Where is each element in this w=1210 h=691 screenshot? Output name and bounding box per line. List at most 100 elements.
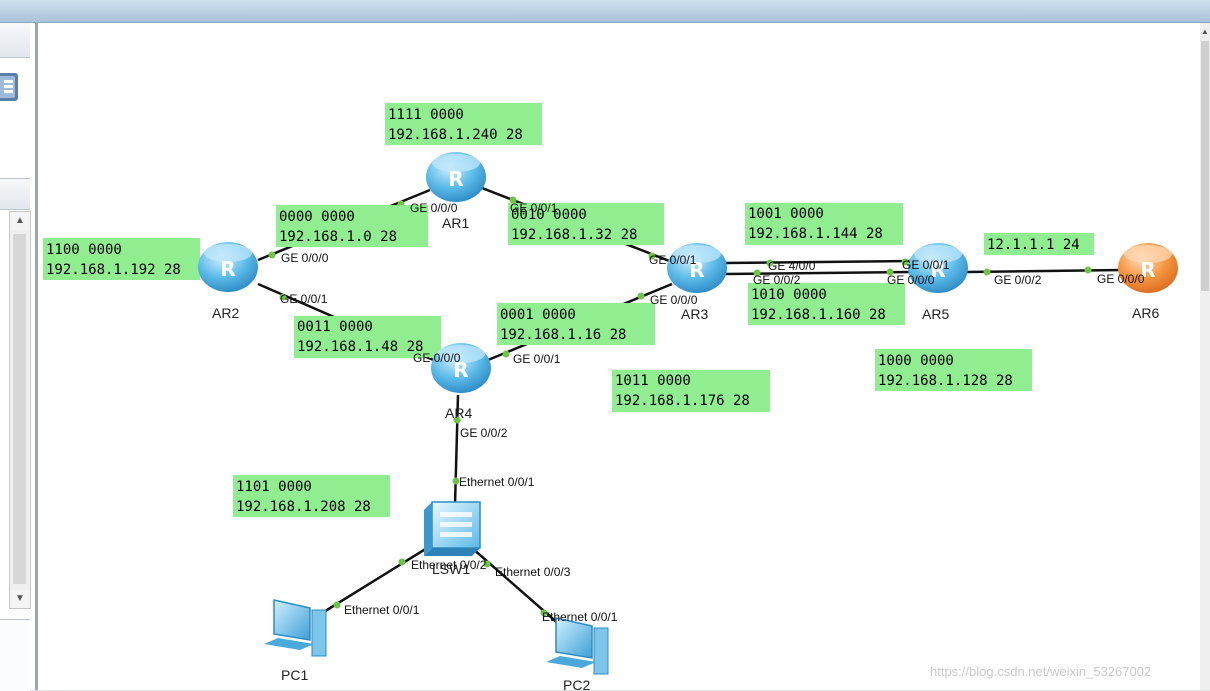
iface-pc2-eth001: Ethernet 0/0/1 xyxy=(542,610,618,624)
canvas-scroll-thumb[interactable] xyxy=(1201,41,1209,291)
iface-ar1-ge000: GE 0/0/0 xyxy=(410,201,458,215)
interface-labels: GE 0/0/0 GE 0/0/1 GE 0/0/0 GE 0/0/1 GE 0… xyxy=(280,201,1145,624)
svg-text:0000 0000: 0000 0000 xyxy=(279,209,355,225)
svg-text:R: R xyxy=(453,358,468,382)
port-dot xyxy=(483,560,491,568)
router-AR5[interactable]: R xyxy=(908,243,968,293)
iface-ar3-ge400: GE 4/0/0 xyxy=(768,259,816,273)
pc-PC1[interactable] xyxy=(264,599,327,657)
iface-ar2-ge000: GE 0/0/0 xyxy=(281,251,329,265)
iface-ar5-ge001: GE 0/0/1 xyxy=(902,258,950,272)
svg-text:192.168.1.240 28: 192.168.1.240 28 xyxy=(388,127,523,143)
device-label-ar6: AR6 xyxy=(1132,305,1159,321)
switch-LSW1[interactable] xyxy=(424,501,481,556)
iface-ar1-ge001: GE 0/0/1 xyxy=(510,201,558,215)
iface-ar2-ge001: GE 0/0/1 xyxy=(280,292,328,306)
subnet-notes: 1111 0000 192.168.1.240 28 0000 0000 192… xyxy=(43,103,1094,517)
svg-text:1010 0000: 1010 0000 xyxy=(751,287,827,303)
pc-icon xyxy=(273,599,311,641)
pc-PC2[interactable] xyxy=(546,617,609,675)
svg-text:R: R xyxy=(220,257,235,281)
port-dot xyxy=(453,416,461,424)
link-ar4-lsw1[interactable] xyxy=(453,394,460,506)
svg-text:192.168.1.208 28: 192.168.1.208 28 xyxy=(236,499,371,515)
link-ar5-ar6[interactable] xyxy=(965,268,1123,274)
port-dot xyxy=(268,251,276,259)
note-1100[interactable]: 1100 0000 192.168.1.192 28 xyxy=(43,238,200,280)
svg-text:0011 0000: 0011 0000 xyxy=(297,319,373,335)
window-title-bar xyxy=(0,0,1210,23)
device-labels: AR1 AR2 AR3 AR4 AR5 AR6 LSW1 PC1 PC2 xyxy=(212,215,1159,690)
svg-text:1011 0000: 1011 0000 xyxy=(615,373,691,389)
canvas-scroll-up-icon[interactable]: ▲ xyxy=(1201,27,1209,36)
panel-scrollbar[interactable]: ▲ ▼ xyxy=(9,211,31,609)
note-1111[interactable]: 1111 0000 192.168.1.240 28 xyxy=(385,103,542,145)
canvas-scrollbar[interactable]: ▲ xyxy=(1200,23,1210,690)
panel-scroll-thumb[interactable] xyxy=(13,234,26,584)
svg-text:R: R xyxy=(930,258,945,282)
panel-footer xyxy=(0,619,30,691)
port-dot xyxy=(279,293,287,301)
iface-ar6-ge000: GE 0/0/0 xyxy=(1097,272,1145,286)
port-dot xyxy=(398,558,406,566)
pc-icon xyxy=(555,617,593,659)
note-1101[interactable]: 1101 0000 192.168.1.208 28 xyxy=(233,475,390,517)
iface-ar5-ge002: GE 0/0/2 xyxy=(994,273,1042,287)
panel-header[interactable] xyxy=(0,23,30,58)
port-dot xyxy=(766,259,774,267)
port-dot xyxy=(502,350,510,358)
port-dot xyxy=(333,601,341,609)
router-AR4[interactable]: R xyxy=(431,343,491,393)
note-1011[interactable]: 1011 0000 192.168.1.176 28 xyxy=(612,370,770,412)
svg-text:1001 0000: 1001 0000 xyxy=(748,206,824,222)
iface-ar4-ge000: GE 0/0/0 xyxy=(413,351,461,365)
router-AR2[interactable]: R xyxy=(198,242,258,292)
note-0000[interactable]: 0000 0000 192.168.1.0 28 xyxy=(276,205,428,247)
device-label-pc2: PC2 xyxy=(563,677,590,690)
note-1001[interactable]: 1001 0000 192.168.1.144 28 xyxy=(745,203,903,245)
svg-text:192.168.1.176 28: 192.168.1.176 28 xyxy=(615,393,750,409)
device-category-icon[interactable] xyxy=(0,71,20,105)
scroll-up-icon[interactable]: ▲ xyxy=(10,212,30,230)
panel-section-header[interactable] xyxy=(0,178,30,210)
svg-text:1101 0000: 1101 0000 xyxy=(236,479,312,495)
iface-ar4-ge001: GE 0/0/1 xyxy=(513,352,561,366)
link-ar3-ar5-a[interactable] xyxy=(724,259,911,265)
port-dot xyxy=(901,258,909,266)
device-label-ar3: AR3 xyxy=(681,306,708,322)
iface-ar4-ge002: GE 0/0/2 xyxy=(460,426,508,440)
router-AR3[interactable]: R xyxy=(667,243,727,293)
svg-text:1100 0000: 1100 0000 xyxy=(46,242,122,258)
note-0011[interactable]: 0011 0000 192.168.1.48 28 xyxy=(294,316,441,358)
svg-text:192.168.1.0 28: 192.168.1.0 28 xyxy=(279,229,397,245)
scroll-down-icon[interactable]: ▼ xyxy=(10,590,30,608)
router-AR1[interactable]: R xyxy=(426,152,486,202)
iface-lsw1-eth001: Ethernet 0/0/1 xyxy=(459,475,535,489)
svg-text:1111 0000: 1111 0000 xyxy=(388,107,464,123)
device-label-ar4: AR4 xyxy=(445,405,472,421)
svg-text:192.168.1.48 28: 192.168.1.48 28 xyxy=(297,339,423,355)
note-12-1-1-1[interactable]: 12.1.1.1 24 xyxy=(984,233,1094,255)
device-label-ar2: AR2 xyxy=(212,305,239,321)
iface-ar3-ge000: GE 0/0/0 xyxy=(650,293,698,307)
port-dot xyxy=(1084,266,1092,274)
note-1010[interactable]: 1010 0000 192.168.1.160 28 xyxy=(748,283,905,325)
router-AR6[interactable]: R xyxy=(1118,243,1178,293)
port-dot xyxy=(983,268,991,276)
svg-text:192.168.1.32 28: 192.168.1.32 28 xyxy=(511,227,637,243)
svg-text:R: R xyxy=(1140,258,1155,282)
svg-text:R: R xyxy=(689,258,704,282)
device-label-ar5: AR5 xyxy=(922,306,949,322)
note-1000[interactable]: 1000 0000 192.168.1.128 28 xyxy=(875,349,1032,391)
port-dot xyxy=(648,252,656,260)
svg-text:1000 0000: 1000 0000 xyxy=(878,353,954,369)
port-dot xyxy=(637,292,645,300)
iface-ar3-ge001: GE 0/0/1 xyxy=(649,253,697,267)
svg-text:0001 0000: 0001 0000 xyxy=(500,307,576,323)
svg-text:192.168.1.16 28: 192.168.1.16 28 xyxy=(500,327,626,343)
port-dot xyxy=(509,196,517,204)
note-0001[interactable]: 0001 0000 192.168.1.16 28 xyxy=(497,303,655,345)
note-0010[interactable]: 0010 0000 192.168.1.32 28 xyxy=(508,203,664,245)
port-dot xyxy=(540,609,548,617)
